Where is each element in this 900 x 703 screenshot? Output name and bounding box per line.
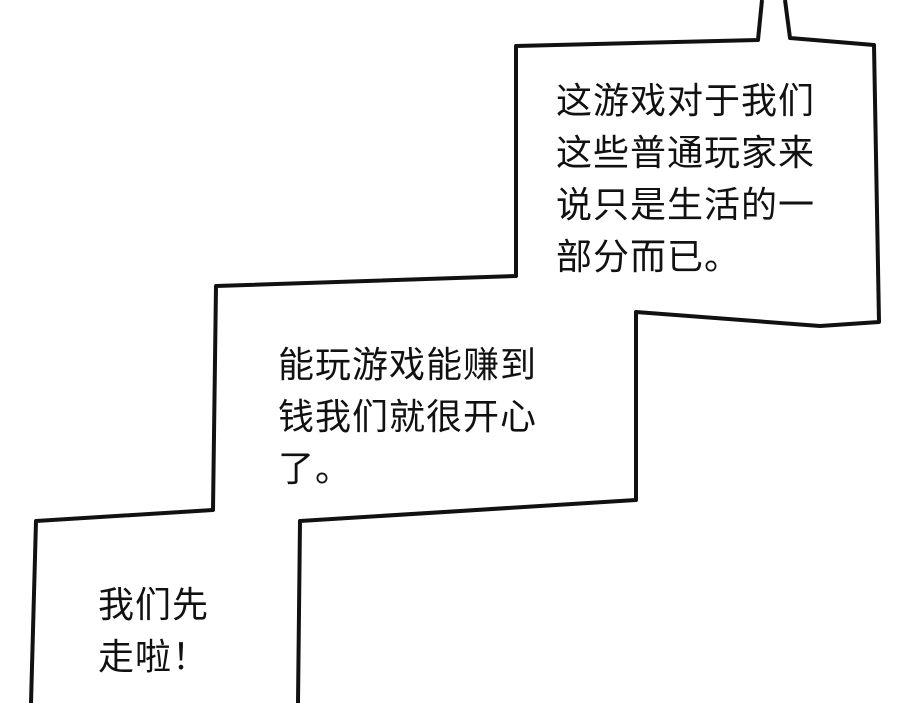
speech-bubble-3-text: 我们先 走啦！	[98, 580, 209, 684]
text-line: 我们先	[98, 585, 210, 626]
text-line: 说只是生活的一	[556, 185, 816, 226]
text-line: 钱我们就很开心	[278, 397, 538, 438]
text-line: 部分而已。	[556, 237, 742, 278]
text-line: 这些普通玩家来	[556, 133, 816, 174]
text-line: 能玩游戏能赚到	[278, 345, 538, 386]
speech-bubble-2-text: 能玩游戏能赚到 钱我们就很开心 了。	[278, 340, 537, 496]
text-line: 走啦！	[98, 637, 210, 678]
speech-bubble-1-text: 这游戏对于我们 这些普通玩家来 说只是生活的一 部分而已。	[556, 76, 815, 284]
text-line: 这游戏对于我们	[556, 81, 816, 122]
text-line: 了。	[278, 449, 353, 490]
